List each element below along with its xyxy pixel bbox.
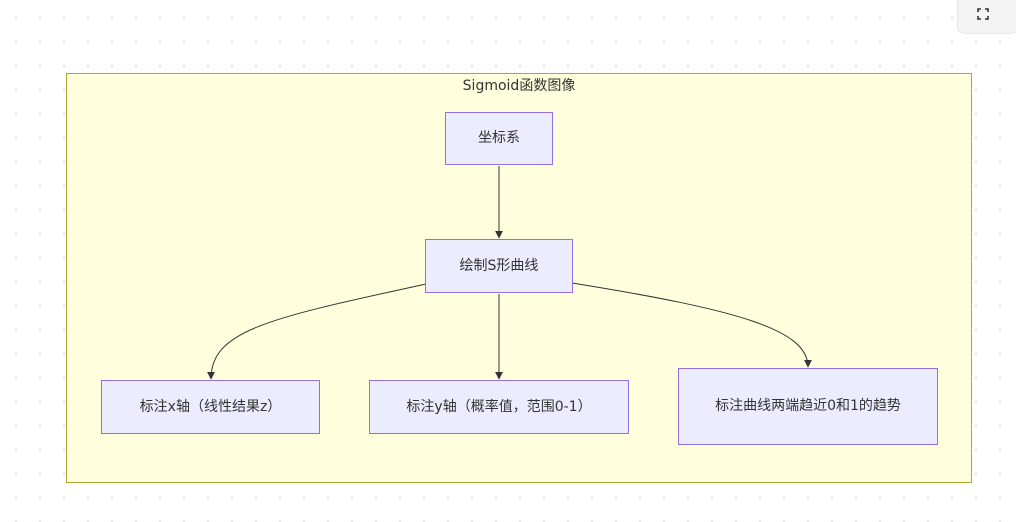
fullscreen-icon — [977, 8, 989, 20]
subgraph-title: Sigmoid函数图像 — [462, 78, 576, 94]
edge-draw-to-trend — [571, 282, 812, 368]
node-label: 坐标系 — [478, 130, 520, 146]
node-label-y-axis[interactable]: 标注y轴（概率值，范围0-1） — [369, 380, 629, 434]
edge-draw-to-xaxis — [207, 283, 427, 380]
node-coordinate-system[interactable]: 坐标系 — [445, 112, 553, 165]
node-draw-s-curve[interactable]: 绘制S形曲线 — [425, 239, 573, 293]
node-label: 标注x轴（线性结果z） — [139, 398, 282, 415]
node-label-trend[interactable]: 标注曲线两端趋近0和1的趋势 — [678, 368, 938, 445]
node-label: 标注y轴（概率值，范围0-1） — [406, 398, 592, 415]
node-label: 绘制S形曲线 — [459, 257, 539, 274]
node-label-x-axis[interactable]: 标注x轴（线性结果z） — [101, 380, 320, 434]
fullscreen-button[interactable] — [957, 0, 1016, 34]
node-label: 标注曲线两端趋近0和1的趋势 — [715, 398, 901, 414]
